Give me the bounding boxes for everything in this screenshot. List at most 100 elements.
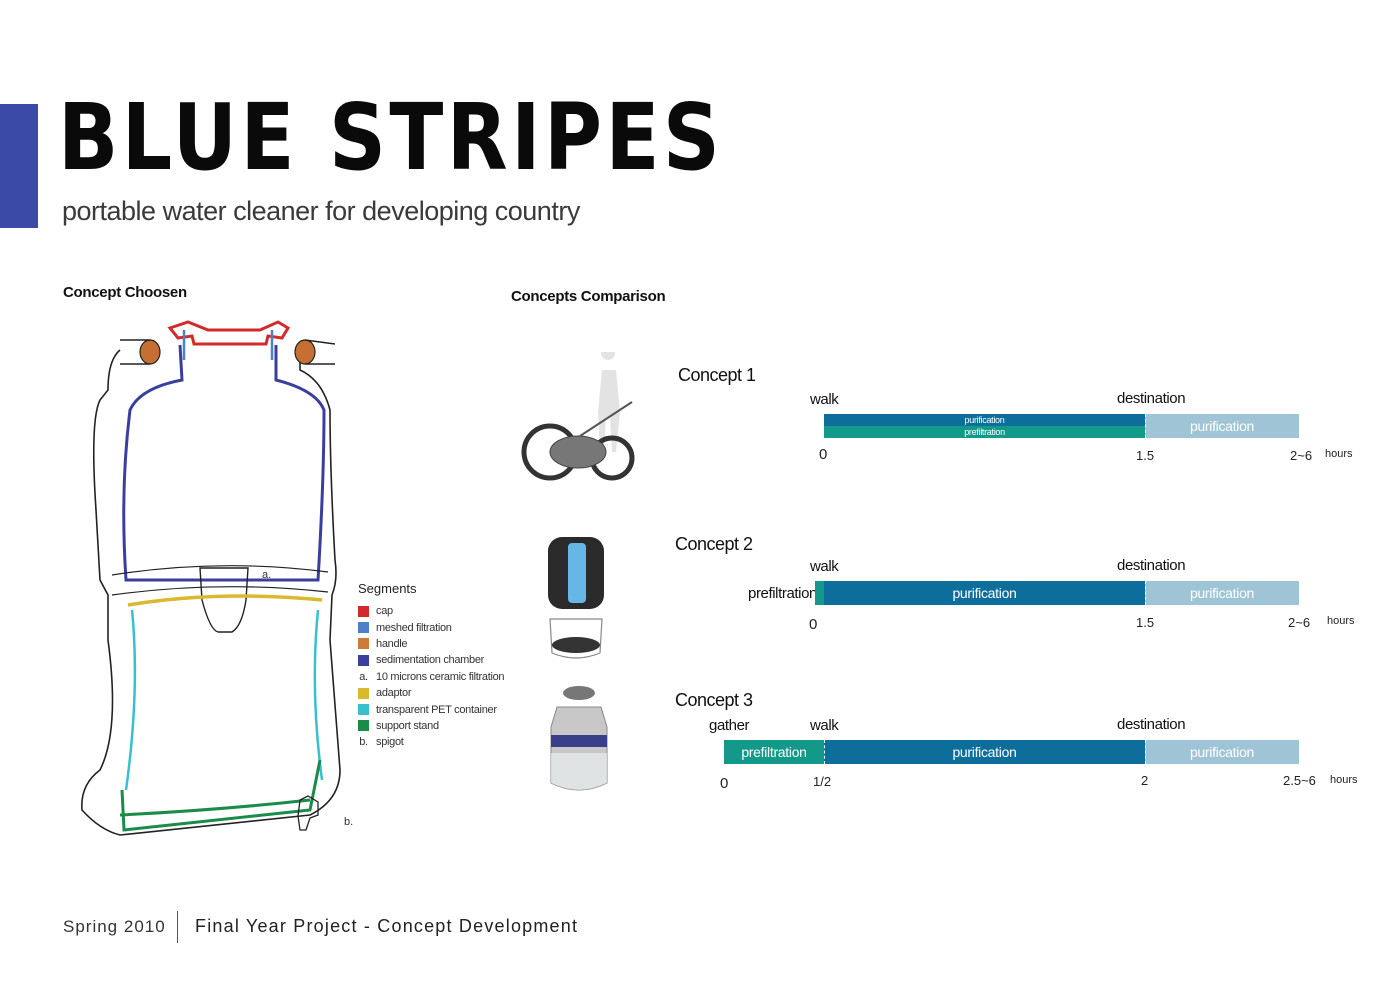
handle-left-bar	[120, 339, 150, 365]
concept-3-gather-label: gather	[709, 717, 750, 734]
concept-3-title: Concept 3	[675, 690, 753, 710]
concept-1-tick-mid: 1.5	[1136, 448, 1155, 463]
footer-season: Spring 2010	[63, 917, 166, 936]
concept-3-post-purification-bar: purification	[1145, 740, 1299, 764]
legend-title: Segments	[358, 581, 417, 596]
support-stand-part	[119, 759, 322, 832]
callout-a: a.	[262, 569, 271, 581]
legend-swatch	[358, 687, 369, 699]
adaptor-part	[127, 594, 323, 607]
outer-body-outline	[81, 349, 341, 836]
concept-1-title: Concept 1	[678, 365, 756, 385]
meshed-filtration-part	[182, 330, 274, 360]
collar-ring	[111, 565, 329, 596]
concept-3-tick-end: 2.5~6	[1283, 773, 1316, 788]
sedimentation-chamber	[122, 344, 326, 582]
concept-1-prefiltration-bar: prefiltration	[824, 426, 1145, 438]
page-title: BLUE STRIPES	[58, 84, 724, 191]
concept-1-walk-label: walk	[810, 391, 839, 408]
concept-1-cart-image	[521, 352, 635, 481]
legend-label: meshed filtration	[376, 621, 452, 634]
cart-handle	[579, 401, 633, 437]
legend-swatch	[358, 704, 369, 716]
concept-2-tick-end: 2~6	[1288, 615, 1311, 630]
concept-3-prefiltration-bar: prefiltration	[724, 740, 824, 764]
legend-swatch	[358, 605, 369, 617]
legend-item: cap	[358, 603, 528, 619]
concept-3-tick-start: 0	[720, 775, 729, 792]
footer-project: Final Year Project - Concept Development	[195, 916, 579, 936]
legend-label: transparent PET container	[376, 703, 497, 716]
person-silhouette	[598, 352, 620, 452]
concept-2-prefiltration-bar	[815, 581, 824, 605]
legend-item: meshed filtration	[358, 619, 528, 635]
concept-2-hours-unit: hours	[1327, 615, 1355, 627]
concept-2-destination-divider	[1145, 581, 1146, 605]
concept-2-destination-label: destination	[1117, 557, 1186, 574]
concept-2-title: Concept 2	[675, 534, 753, 554]
concept-3-hours-unit: hours	[1330, 774, 1358, 786]
concept-1-purification-top-bar: purification	[824, 414, 1145, 426]
legend-label: spigot	[376, 736, 404, 749]
legend-item: adaptor	[358, 685, 528, 701]
page-subtitle: portable water cleaner for developing co…	[62, 196, 580, 226]
concept-2-prefiltration-label: prefiltration	[748, 585, 818, 602]
container-inner-filter	[568, 543, 586, 603]
concept-1-hours-unit: hours	[1325, 448, 1353, 460]
concept-3-tick-half: 1/2	[813, 774, 832, 789]
ceramic-filter-part	[199, 567, 249, 633]
concept-2-container-image	[548, 537, 604, 659]
legend-swatch	[358, 654, 369, 666]
concept-2-tick-mid: 1.5	[1136, 615, 1155, 630]
handle-left-part	[139, 339, 161, 365]
cart-drum	[549, 435, 607, 469]
legend-label: cap	[376, 605, 393, 618]
container-base	[552, 637, 600, 653]
cap-part	[167, 320, 291, 346]
concept-1-destination-label: destination	[1117, 390, 1186, 407]
legend-item: handle	[358, 636, 528, 652]
legend-item: a. 10 microns ceramic filtration	[358, 669, 528, 685]
accent-bar	[0, 104, 38, 228]
handle-right-part	[294, 339, 316, 365]
segments-legend: Segments cap meshed filtration handle sedim…	[358, 581, 528, 751]
concept-3-destination-divider	[1145, 740, 1146, 764]
legend-item: sedimentation chamber	[358, 652, 528, 668]
legend-label: support stand	[376, 719, 439, 732]
legend-letter: b.	[359, 736, 368, 749]
legend-label: sedimentation chamber	[376, 654, 485, 667]
product-diagram: a. b.	[81, 320, 353, 836]
section-label-concepts-comparison: Concepts Comparison	[511, 288, 666, 305]
legend-label: handle	[376, 637, 408, 650]
legend-swatch	[358, 638, 369, 650]
concept-2-walk-label: walk	[810, 558, 839, 575]
canister-lid	[563, 686, 595, 700]
spigot-part	[297, 795, 319, 831]
concept-3-walk-divider	[824, 740, 825, 764]
canister-clear-section	[551, 753, 607, 790]
legend-label: 10 microns ceramic filtration	[376, 670, 505, 683]
legend-item: transparent PET container	[358, 701, 528, 717]
concept-2-post-purification-bar: purification	[1145, 581, 1299, 605]
container-lower-stand	[549, 618, 603, 659]
concept-3-destination-label: destination	[1117, 716, 1186, 733]
canister-blue-stripe	[551, 735, 607, 747]
pet-container-part	[124, 609, 324, 791]
concept-3-purification-bar: purification	[824, 740, 1145, 764]
legend-swatch	[358, 720, 369, 732]
footer-separator	[177, 911, 178, 943]
concept-3-walk-label: walk	[810, 717, 839, 734]
handle-right-bar	[304, 339, 336, 365]
legend-label: adaptor	[376, 687, 412, 700]
concept-2-purification-bar: purification	[824, 581, 1145, 605]
concept-2-tick-start: 0	[809, 616, 818, 633]
legend-swatch	[358, 622, 369, 634]
concept-1-post-purification-bar: purification	[1145, 414, 1299, 438]
legend-item: b. spigot	[358, 734, 528, 750]
legend-item: support stand	[358, 718, 528, 734]
section-label-concept-chosen: Concept Choosen	[63, 284, 187, 301]
concept-1-tick-end: 2~6	[1290, 448, 1313, 463]
concept-1-tick-start: 0	[819, 446, 828, 463]
concept-3-tick-mid: 2	[1141, 773, 1149, 788]
legend-letter: a.	[359, 670, 368, 683]
